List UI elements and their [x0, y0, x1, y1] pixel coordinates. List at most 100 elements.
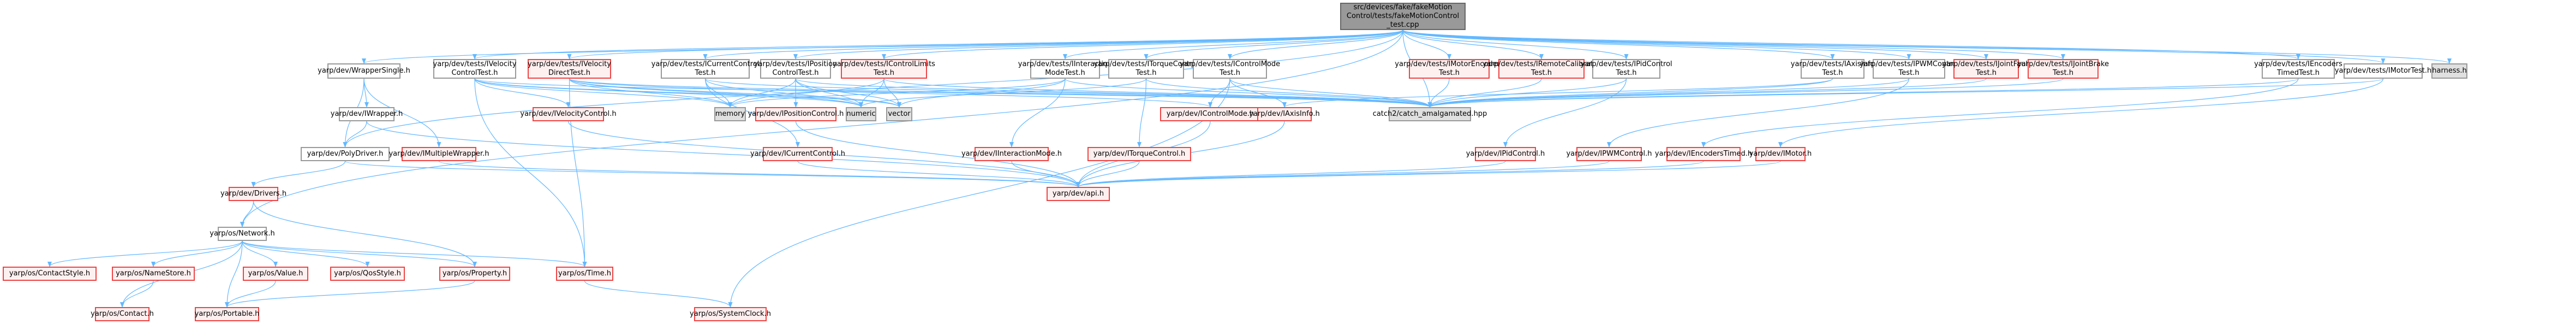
node-ipwm-control[interactable]: yarp/dev/IPWMControl.h: [1566, 147, 1652, 161]
node-ivelocity-control[interactable]: yarp/dev/IVelocityControl.h: [520, 107, 617, 121]
node-velocity-direct-test[interactable]: yarp/dev/tests/IVelocity DirectTest.h: [528, 59, 611, 79]
edge-curtest-to-catch: [704, 78, 1432, 108]
edge-value-to-portable: [225, 280, 276, 308]
node-harness[interactable]: harness.h: [2431, 63, 2467, 79]
edge-velctrltest-to-numeric: [474, 78, 863, 108]
node-api[interactable]: yarp/dev/api.h: [1047, 187, 1110, 201]
edge-inttest-to-memory: [728, 78, 1066, 108]
node-control-limits-test[interactable]: yarp/dev/tests/IControlLimits Test.h: [833, 59, 935, 79]
node-value[interactable]: yarp/os/Value.h: [243, 267, 308, 281]
edge-root-to-faulttest: [1402, 30, 1988, 60]
edge-axistest-to-catch: [1427, 78, 1833, 108]
edge-icurctrl-to-api: [797, 161, 1080, 187]
node-iposition-control[interactable]: yarp/dev/IPositionControl.h: [748, 107, 844, 121]
edge-time-to-sysclock: [584, 280, 733, 308]
edge-curtest-to-numeric: [704, 78, 863, 108]
edge-root-to-wrapsingle: [362, 30, 1403, 64]
edge-velctrltest-to-ivelctrl: [474, 78, 571, 108]
node-pid-control-test[interactable]: yarp/dev/tests/IPidControl Test.h: [1580, 59, 1672, 79]
node-position-control-test[interactable]: yarp/dev/tests/IPosition ControlTest.h: [754, 59, 837, 79]
edge-root-to-cmtest: [1228, 30, 1403, 60]
node-qos-style[interactable]: yarp/os/QosStyle.h: [330, 267, 405, 281]
edge-veldirtest-to-vector: [569, 78, 901, 108]
node-system-clock[interactable]: yarp/os/SystemClock.h: [690, 307, 771, 321]
edge-network-to-qosstyle: [242, 240, 370, 267]
edge-namestore-to-contact: [120, 280, 154, 308]
node-iaxis-info[interactable]: yarp/dev/IAxisInfo.h: [1249, 107, 1320, 121]
edge-root-to-inttest: [1063, 30, 1403, 60]
node-iwrapper[interactable]: yarp/dev/IWrapper.h: [331, 107, 403, 121]
edge-root-to-torqtest: [1144, 30, 1403, 60]
node-iinteraction-mode[interactable]: yarp/dev/IInteractionMode.h: [961, 147, 1062, 161]
edge-wrapsingle-to-imultwrap: [363, 78, 441, 148]
edge-torqtest-to-numeric: [859, 78, 1147, 108]
node-polydriver[interactable]: yarp/dev/PolyDriver.h: [301, 147, 390, 161]
node-current-control-test[interactable]: yarp/dev/tests/ICurrentControl Test.h: [652, 59, 759, 79]
edge-imotor-to-api: [1076, 161, 1781, 187]
edge-ipid-to-api: [1076, 161, 1506, 187]
node-axis-info-test[interactable]: yarp/dev/tests/IAxisInfo Test.h: [1791, 59, 1874, 79]
node-joint-fault-test[interactable]: yarp/dev/tests/IJointFault Test.h: [1942, 59, 2030, 79]
node-property[interactable]: yarp/os/Property.h: [439, 267, 510, 281]
edge-faulttest-to-catch: [1427, 78, 1987, 108]
node-joint-brake-test[interactable]: yarp/dev/tests/IJointBrake Test.h: [2017, 59, 2109, 79]
node-imotor[interactable]: yarp/dev/IMotor.h: [1749, 147, 1812, 161]
edge-postest-to-vector: [795, 78, 901, 108]
edge-root-to-pidtest: [1402, 30, 1629, 60]
node-contact-style[interactable]: yarp/os/ContactStyle.h: [3, 267, 97, 281]
node-imultiple-wrapper[interactable]: yarp/dev/IMultipleWrapper.h: [389, 147, 489, 161]
node-motor-encoders-test[interactable]: yarp/dev/tests/IMotorEncoders Test.h: [1395, 59, 1504, 79]
edge-veldirtest-to-icm: [569, 78, 1212, 108]
node-name-store[interactable]: yarp/os/NameStore.h: [112, 267, 195, 281]
edge-network-to-property: [242, 240, 477, 267]
node-icurrent-control[interactable]: yarp/dev/ICurrentControl.h: [750, 147, 845, 161]
node-interaction-mode-test[interactable]: yarp/dev/tests/IInteraction ModeTest.h: [1018, 59, 1112, 79]
node-motor-test[interactable]: yarp/dev/tests/IMotorTest.h: [2335, 63, 2431, 79]
node-encoders-timed-test[interactable]: yarp/dev/tests/IEncoders TimedTest.h: [2254, 59, 2342, 79]
edge-root-to-pwmtest: [1402, 30, 1911, 60]
node-remote-calibrator-test[interactable]: yarp/dev/tests/IRemoteCalibrator Test.h: [1483, 59, 1600, 79]
edge-postest-to-catch: [795, 78, 1432, 108]
node-itorque-control[interactable]: yarp/dev/ITorqueControl.h: [1087, 147, 1191, 161]
node-ipid-control[interactable]: yarp/dev/IPidControl.h: [1466, 147, 1545, 161]
node-iencoders-timed[interactable]: yarp/dev/IEncodersTimed.h: [1655, 147, 1752, 161]
node-drivers[interactable]: yarp/dev/Drivers.h: [220, 187, 286, 201]
node-wrapper-single[interactable]: yarp/dev/WrapperSingle.h: [318, 63, 410, 79]
node-network[interactable]: yarp/os/Network.h: [210, 227, 275, 241]
edge-cmtest-to-iaxis: [1229, 78, 1287, 108]
edge-velctrltest-to-time: [474, 78, 587, 267]
edge-network-to-portable: [225, 240, 243, 308]
node-vector[interactable]: vector: [886, 107, 912, 121]
edge-torqtest-to-catch: [1145, 78, 1432, 108]
node-pwm-control-test[interactable]: yarp/dev/tests/IPWMControl Test.h: [1860, 59, 1958, 79]
edge-root-to-enctimedtest: [1402, 30, 2300, 60]
edge-cmtest-to-catch: [1229, 78, 1432, 108]
edge-ienctimed-to-api: [1076, 161, 1704, 187]
node-torque-control-test[interactable]: yarp/dev/tests/ITorqueControl Test.h: [1093, 59, 1199, 79]
node-portable[interactable]: yarp/os/Portable.h: [195, 307, 259, 321]
node-control-mode-test[interactable]: yarp/dev/tests/IControlMode Test.h: [1180, 59, 1280, 79]
edge-network-to-value: [242, 240, 278, 267]
node-contact[interactable]: yarp/os/Contact.h: [91, 307, 154, 321]
edge-curtest-to-icurctrl: [704, 78, 800, 148]
node-memory[interactable]: memory: [714, 107, 746, 121]
edge-remcaltest-to-catch: [1427, 78, 1542, 108]
edge-ipwm-to-api: [1076, 161, 1610, 187]
edge-iwrapper-to-api: [366, 121, 1080, 187]
node-velocity-control-test[interactable]: yarp/dev/tests/IVelocity ControlTest.h: [433, 59, 516, 79]
edge-inttest-to-vector: [897, 78, 1066, 108]
edge-iwrapper-to-polydriver: [343, 121, 367, 148]
edge-enctimedtest-to-ienctimed: [1701, 78, 2299, 148]
edge-braketest-to-catch: [1427, 78, 2064, 108]
node-catch2[interactable]: catch2/catch_amalgamated.hpp: [1373, 107, 1487, 121]
edge-drivers-to-network: [240, 201, 254, 227]
node-numeric[interactable]: numeric: [846, 107, 876, 121]
node-icontrol-mode[interactable]: yarp/dev/IControlMode.h: [1160, 107, 1260, 121]
edge-root-to-remcaltest: [1402, 30, 1544, 60]
edge-itorq-to-api: [1076, 161, 1140, 187]
node-root[interactable]: src/devices/fake/fakeMotion Control/test…: [1340, 3, 1466, 30]
edge-drivers-to-property: [253, 201, 477, 267]
edge-velctrltest-to-vector: [474, 78, 901, 108]
node-time[interactable]: yarp/os/Time.h: [556, 267, 613, 281]
